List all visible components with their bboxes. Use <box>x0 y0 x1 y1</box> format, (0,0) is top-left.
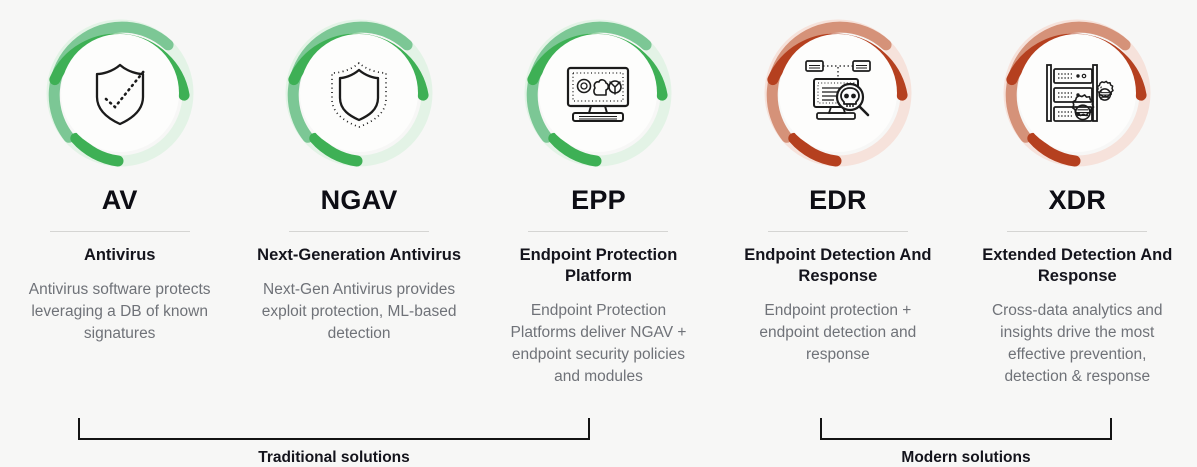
full-name-epp: Endpoint Protection Platform <box>519 246 678 286</box>
divider-ngav <box>289 231 430 232</box>
progress-ring-av <box>40 13 200 173</box>
ring-core-ngav <box>300 34 419 152</box>
column-edr: EDR Endpoint Detection And Response Endp… <box>718 0 957 366</box>
acronym-edr: EDR <box>809 185 867 215</box>
divider-epp <box>528 231 669 232</box>
full-name-av: Antivirus <box>83 246 156 264</box>
ring-core-epp <box>539 34 658 152</box>
bracket-shape-traditional <box>78 418 590 440</box>
full-name-ngav: Next-Generation Antivirus <box>257 246 461 264</box>
desktop-magnifier-skull-icon <box>800 55 876 131</box>
progress-ring-epp <box>518 13 678 173</box>
bracket-row: Traditional solutions Modern solutions <box>0 395 1197 467</box>
server-rack-gears-icon <box>1039 55 1115 131</box>
bracket-group-traditional: Traditional solutions <box>78 418 590 467</box>
ring-core-edr <box>778 34 897 152</box>
bracket-shape-modern <box>820 418 1112 440</box>
stage-columns: AV Antivirus Antivirus software protects… <box>0 0 1197 388</box>
bracket-label-traditional: Traditional solutions <box>258 449 410 466</box>
dotted-shield-icon <box>321 55 397 131</box>
full-name-edr: Endpoint Detection And Response <box>744 246 932 286</box>
acronym-ngav: NGAV <box>320 185 398 215</box>
column-ngav: NGAV Next-Generation Antivirus Next-Gen … <box>239 0 478 345</box>
progress-ring-edr <box>758 13 918 173</box>
bracket-group-modern: Modern solutions <box>820 418 1112 467</box>
desktop-threats-icon <box>560 55 636 131</box>
description-edr: Endpoint protection + endpoint detection… <box>759 302 917 364</box>
divider-edr <box>767 231 908 232</box>
ring-core-xdr <box>1018 34 1137 152</box>
acronym-av: AV <box>101 185 138 215</box>
bracket-label-modern: Modern solutions <box>901 449 1031 466</box>
description-av: Antivirus software protects leveraging a… <box>28 281 211 343</box>
shield-check-icon <box>82 55 158 131</box>
description-xdr: Cross-data analytics and insights drive … <box>991 302 1163 386</box>
column-av: AV Antivirus Antivirus software protects… <box>0 0 239 345</box>
acronym-epp: EPP <box>571 185 626 215</box>
divider-xdr <box>1007 231 1148 232</box>
progress-ring-xdr <box>997 13 1157 173</box>
description-ngav: Next-Gen Antivirus provides exploit prot… <box>261 281 457 343</box>
full-name-xdr: Extended Detection And Response <box>982 246 1173 286</box>
column-xdr: XDR Extended Detection And Response Cros… <box>958 0 1197 388</box>
ring-core-av <box>60 34 179 152</box>
divider-av <box>49 231 190 232</box>
acronym-xdr: XDR <box>1048 185 1107 215</box>
column-epp: EPP Endpoint Protection Platform Endpoin… <box>479 0 718 388</box>
progress-ring-ngav <box>279 13 439 173</box>
description-epp: Endpoint Protection Platforms deliver NG… <box>510 302 687 386</box>
